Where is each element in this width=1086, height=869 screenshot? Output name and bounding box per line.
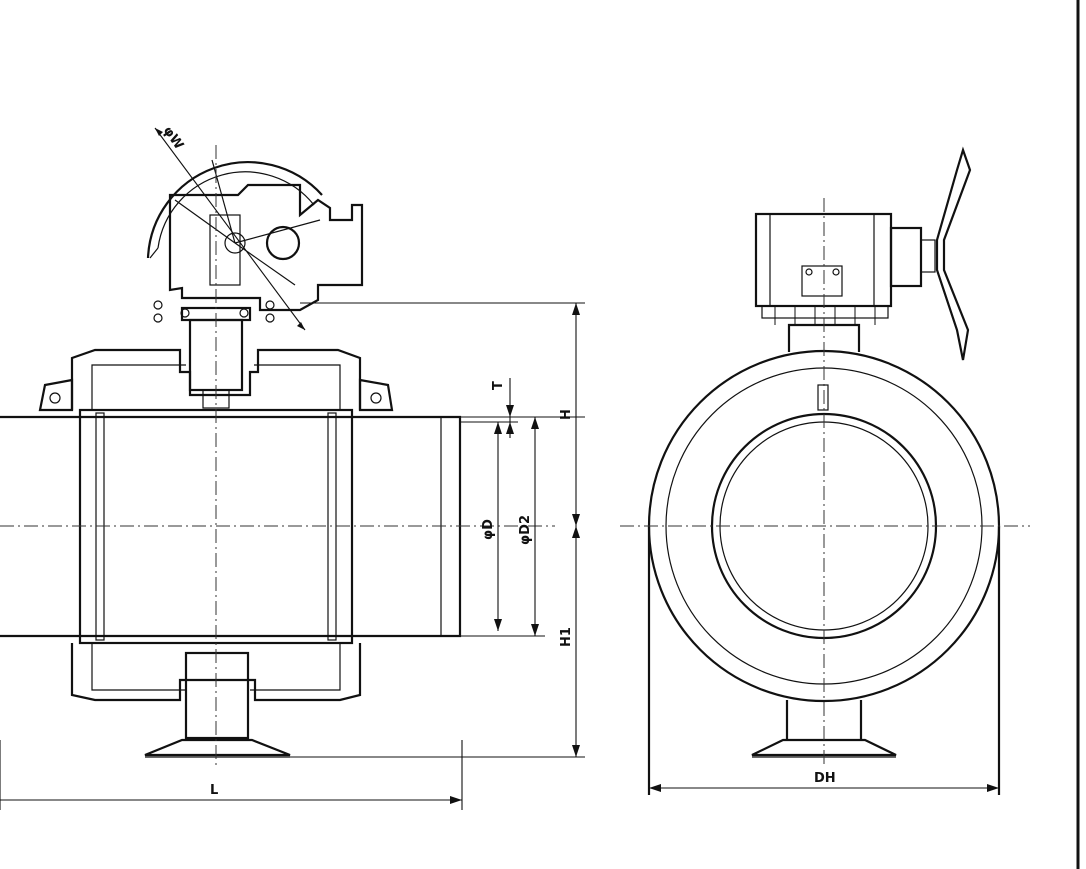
label-bore: φD [481, 519, 496, 540]
label-height-top: H [559, 409, 574, 420]
label-overall-diameter: DH [814, 771, 836, 786]
lug-hole-left [49, 392, 61, 404]
handwheel-end [149, 247, 159, 259]
lower-housing-inner-l [91, 643, 186, 691]
label-length: L [210, 783, 218, 798]
bottom-trunnion [184, 651, 250, 740]
lug-right [358, 378, 394, 412]
gearbox-bolts [153, 300, 275, 323]
side-gearbox-bolts [761, 305, 889, 325]
lower-housing-inner-r [250, 643, 341, 691]
upper-housing-inner-r [254, 364, 341, 410]
side-handwheel [935, 146, 972, 361]
side-support-base [751, 738, 897, 757]
handwheel-arrow-top [155, 128, 163, 136]
side-shaft-housing [889, 226, 923, 288]
side-vent [817, 384, 829, 411]
upper-housing [70, 348, 362, 410]
handwheel-rim-inner [157, 171, 315, 249]
gearbox-inner [209, 214, 241, 286]
side-support-post [785, 700, 863, 740]
upper-housing-inner-l [91, 364, 186, 410]
side-view [620, 146, 1030, 795]
lug-left [38, 378, 74, 412]
gearbox-body [168, 183, 364, 312]
lug-hole-right [370, 392, 382, 404]
handwheel-spokes [174, 159, 321, 286]
support-base [144, 738, 291, 757]
label-thickness: T [491, 381, 506, 390]
side-dimensions: DH [649, 771, 999, 792]
side-gearbox-plate [801, 265, 843, 297]
front-dimensions: H H1 φD φD2 T L [0, 302, 585, 810]
gearbox-center [224, 232, 246, 254]
lower-housing [70, 643, 362, 702]
label-handwheel-diameter: φW [160, 124, 186, 153]
gearbox-hub [265, 225, 301, 261]
handwheel-diameter-line [154, 127, 306, 331]
label-pipe-od: φD2 [518, 515, 533, 545]
handwheel-arrow-bottom [297, 322, 305, 330]
side-shaft [920, 239, 936, 273]
label-height-bottom: H1 [559, 627, 574, 647]
front-view: φW [0, 124, 555, 765]
